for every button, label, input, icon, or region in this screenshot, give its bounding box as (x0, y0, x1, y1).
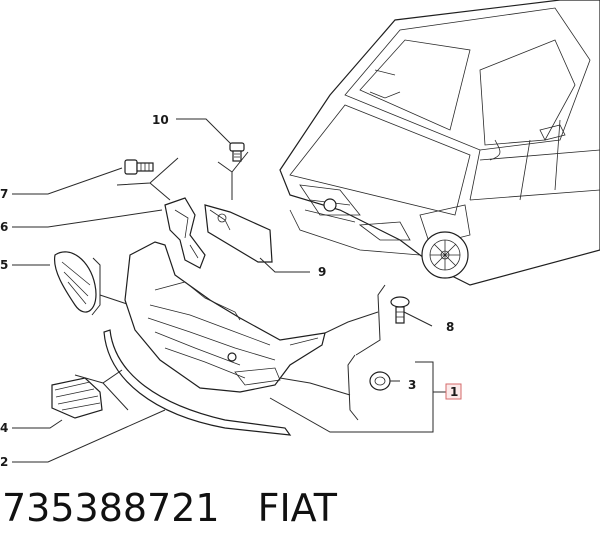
part-number: 735388721 (2, 486, 220, 530)
callout-label-2: 2 (0, 455, 8, 469)
callout-1-leader (269, 361, 434, 433)
part-3-cap (279, 354, 400, 421)
callout-label-3: 3 (408, 378, 416, 392)
callout-label-1: 1 (450, 385, 458, 399)
callout-label-8: 8 (446, 320, 454, 334)
part-5-grille (12, 251, 131, 316)
callout-label-7: 7 (0, 187, 8, 201)
callout-label-5: 5 (0, 258, 8, 272)
bumper (124, 241, 379, 393)
part-8-clip (355, 284, 433, 356)
callout-label-10: 10 (152, 113, 169, 127)
callout-box-1 (445, 383, 462, 400)
callout-label-4: 4 (0, 421, 8, 435)
footer-caption: 735388721 FIAT (0, 478, 337, 538)
callout-label-6: 6 (0, 220, 8, 234)
part-9-plate (204, 204, 310, 273)
brand-name: FIAT (257, 486, 337, 530)
part-7-bolt (12, 157, 179, 201)
part-6-bracket (12, 197, 206, 269)
part-10-screw (176, 118, 249, 200)
part-4-insert (12, 369, 129, 429)
part-2-strip (12, 329, 292, 463)
car-illustration (279, 0, 600, 286)
callout-label-9: 9 (318, 265, 326, 279)
